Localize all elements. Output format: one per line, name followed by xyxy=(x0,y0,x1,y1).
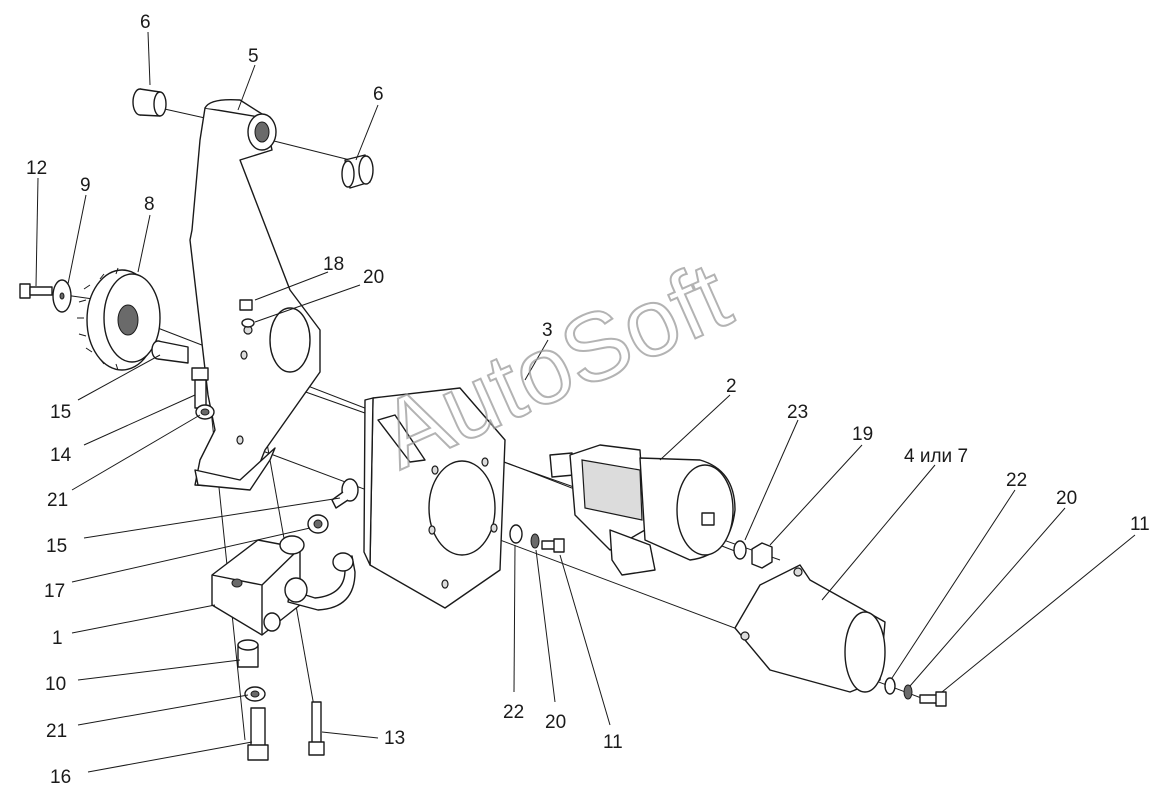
callout-label: 2 xyxy=(726,376,737,397)
callout-label: 13 xyxy=(384,728,405,749)
callout-label: 18 xyxy=(323,254,344,275)
callout-label: 22 xyxy=(503,702,524,723)
callout-label: 9 xyxy=(80,175,91,196)
washer-20-upper xyxy=(241,318,255,328)
callout-label: 21 xyxy=(47,490,68,511)
washer-9 xyxy=(52,279,72,313)
gear xyxy=(77,267,161,371)
nut-21-lower xyxy=(244,686,266,702)
bolt-15-lower xyxy=(331,478,359,509)
callout-label: 19 xyxy=(852,424,873,445)
callout-label: 4 или 7 xyxy=(904,446,968,467)
callout-label: 6 xyxy=(373,84,384,105)
bolt-13 xyxy=(308,701,325,756)
callout-label: 11 xyxy=(603,732,623,753)
bushing-left xyxy=(132,88,167,117)
callout-label: 11 xyxy=(1130,514,1150,535)
callout-label: 23 xyxy=(787,402,808,423)
callout-label: 20 xyxy=(545,712,566,733)
nut-21-upper xyxy=(195,404,215,420)
protective-cover xyxy=(734,564,886,693)
washer-20-right xyxy=(903,684,913,700)
callout-label: 3 xyxy=(542,320,553,341)
lever-bracket xyxy=(189,98,321,491)
nut-19 xyxy=(751,542,773,569)
callout-label: 15 xyxy=(46,536,67,557)
callout-label: 20 xyxy=(363,267,384,288)
washer-20-mid xyxy=(530,533,540,549)
washer-22-mid xyxy=(509,524,523,544)
callout-label: 5 xyxy=(248,46,259,67)
callout-label: 16 xyxy=(50,767,71,788)
bolt-12 xyxy=(19,283,53,299)
leader-lines xyxy=(35,31,1136,773)
washer-23 xyxy=(733,540,747,560)
callout-label: 20 xyxy=(1056,488,1077,509)
mounting-plate xyxy=(363,387,506,609)
bushing-right xyxy=(341,154,374,189)
bolt-11-right xyxy=(919,691,947,707)
callout-label: 22 xyxy=(1006,470,1027,491)
callout-label: 10 xyxy=(45,674,66,695)
bolt-18 xyxy=(239,299,253,311)
callout-label: 12 xyxy=(26,158,47,179)
callout-label: 15 xyxy=(50,402,71,423)
callout-labels: 6 5 6 12 9 8 18 20 3 2 23 19 4 или 7 22 … xyxy=(26,12,1150,788)
bolt-15-upper xyxy=(151,340,189,364)
nut-17 xyxy=(307,514,329,534)
bolt-11-mid xyxy=(541,538,565,553)
callout-label: 8 xyxy=(144,194,155,215)
bolt-14 xyxy=(191,367,209,409)
callout-label: 17 xyxy=(44,581,65,602)
bolt-16 xyxy=(247,707,269,761)
washer-22-right xyxy=(884,677,896,695)
callout-label: 14 xyxy=(50,445,72,466)
bushing-10 xyxy=(237,639,259,668)
valve-block xyxy=(211,535,356,636)
hydraulic-motor xyxy=(549,444,736,576)
callout-label: 1 xyxy=(52,628,63,649)
callout-label: 6 xyxy=(140,12,151,33)
watermark: AutoSoft xyxy=(365,242,745,490)
callout-label: 21 xyxy=(46,721,67,742)
